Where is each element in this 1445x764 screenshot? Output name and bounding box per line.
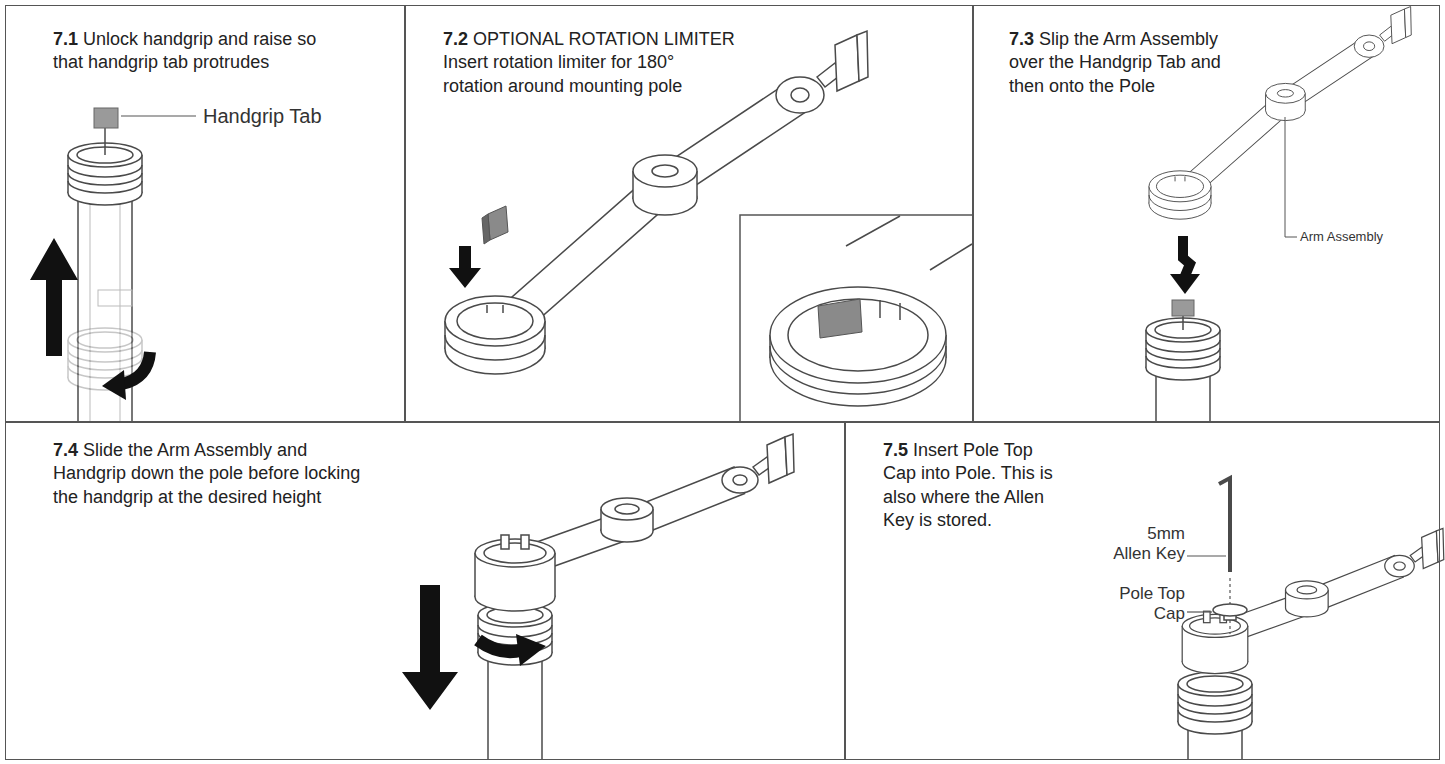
step-body: Insert rotation limiter for 180° rotatio… <box>443 51 713 98</box>
step-instruction: 7.1 Unlock handgrip and raise so that ha… <box>53 28 338 75</box>
step-instruction: 7.2 OPTIONAL ROTATION LIMITER <box>443 28 783 51</box>
part-label: 5mm Allen Key <box>1109 524 1185 565</box>
step-instruction: 7.4 Slide the Arm Assembly and Handgrip … <box>53 439 373 509</box>
step-text-block: 7.4 Slide the Arm Assembly and Handgrip … <box>53 439 373 509</box>
step-instruction: 7.5 Insert Pole Top Cap into Pole. This … <box>883 439 1069 533</box>
step-text-block: 7.1 Unlock handgrip and raise so that ha… <box>53 28 338 75</box>
step-text-block: 7.3 Slip the Arm Assembly over the Handg… <box>1009 28 1249 98</box>
part-label: Pole Top Cap <box>1119 584 1186 625</box>
step-text-block: 7.2 OPTIONAL ROTATION LIMITERInsert rota… <box>443 28 783 98</box>
step-panel: 7.2 OPTIONAL ROTATION LIMITERInsert rota… <box>405 5 973 422</box>
step-text-block: 7.5 Insert Pole Top Cap into Pole. This … <box>883 439 1069 533</box>
step-instruction: 7.3 Slip the Arm Assembly over the Handg… <box>1009 28 1249 98</box>
step-panel: 7.1 Unlock handgrip and raise so that ha… <box>5 5 405 422</box>
step-panel: 7.4 Slide the Arm Assembly and Handgrip … <box>5 422 845 760</box>
step-panel: 7.3 Slip the Arm Assembly over the Handg… <box>973 5 1440 422</box>
part-label: Handgrip Tab <box>203 104 383 128</box>
part-label: Arm Assembly <box>1300 229 1420 245</box>
